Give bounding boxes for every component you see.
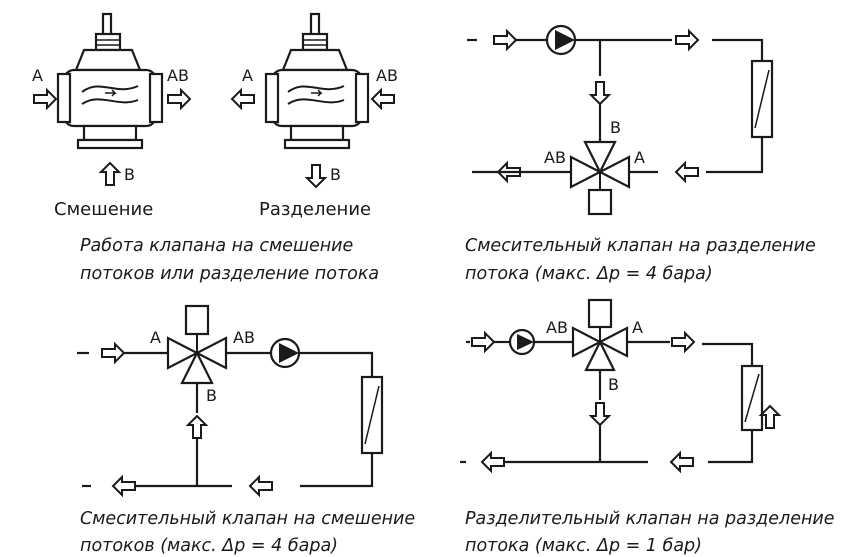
- flow-arrow-icon: [471, 332, 495, 352]
- panel-mixing-valve-mixing: A AB B Смесительный клапан на смешение п…: [77, 304, 415, 556]
- label-a-diverting: A: [242, 66, 253, 85]
- mixing-valve-body-icon: [56, 12, 164, 150]
- flow-arrow-icon: [112, 476, 136, 496]
- flow-arrow-in-ab-icon: [371, 89, 395, 109]
- caption-valves-line1: Работа клапана на смешение: [80, 236, 353, 256]
- flow-arrow-icon: [675, 30, 699, 50]
- name-diverting: Разделение: [259, 199, 371, 220]
- label-b: B: [608, 375, 619, 394]
- label-ab-diverting: AB: [376, 66, 398, 85]
- pump-icon: [545, 24, 577, 56]
- caption-mixmix-line2: потоков (макс. Δp = 4 бара): [80, 536, 338, 556]
- three-way-valve-icon: [569, 140, 631, 216]
- label-b-mixing: B: [124, 165, 135, 184]
- pump-icon: [508, 328, 536, 356]
- label-a: A: [632, 318, 643, 337]
- flow-arrow-icon: [590, 81, 610, 105]
- flow-arrow-icon: [187, 415, 207, 439]
- flow-arrow-out-ab-icon: [167, 89, 191, 109]
- flow-arrow-icon: [101, 343, 125, 363]
- flow-arrow-out-a-icon: [231, 89, 255, 109]
- label-a-mixing: A: [32, 66, 43, 85]
- flow-arrow-icon: [493, 30, 517, 50]
- flow-arrow-in-a-icon: [33, 89, 57, 109]
- label-a: A: [634, 148, 645, 167]
- heat-exchanger-icon: [740, 364, 764, 432]
- flow-arrow-up-icon: [760, 405, 780, 429]
- panel-mixing-valve-diverting: B AB A Смесительный клапан на разделение…: [465, 24, 816, 284]
- label-ab: AB: [546, 318, 568, 337]
- panel-diverting-valve-diverting: AB A B Разделительный клапан на разделен…: [460, 298, 835, 556]
- flow-arrow-icon: [671, 332, 695, 352]
- three-way-valve-icon: [166, 304, 228, 385]
- flow-arrow-icon: [670, 452, 694, 472]
- flow-arrow-out-b-icon: [306, 164, 326, 188]
- flow-arrow-icon: [481, 452, 505, 472]
- flow-arrow-icon: [590, 402, 610, 426]
- heat-exchanger-icon: [750, 59, 774, 139]
- caption-valves-line2: потоков или разделение потока: [80, 264, 379, 284]
- name-mixing: Смешение: [54, 199, 153, 220]
- label-b: B: [206, 386, 217, 405]
- label-b: B: [610, 118, 621, 137]
- caption-divdiv-line2: потока (макс. Δp = 1 бар): [465, 536, 702, 556]
- three-way-valve-icon: [571, 298, 629, 372]
- pump-icon: [269, 337, 301, 369]
- label-ab: AB: [233, 328, 255, 347]
- diverting-valve-body-icon: [264, 12, 370, 150]
- caption-mixmix-line1: Смесительный клапан на смешение: [80, 509, 415, 529]
- flow-arrow-icon: [675, 162, 699, 182]
- panel-valve-bodies: A AB B Смешение A AB B Разделение Работа…: [32, 12, 398, 284]
- caption-mixdiv-line1: Смесительный клапан на разделение: [465, 236, 816, 256]
- caption-mixdiv-line2: потока (макс. Δp = 4 бара): [465, 264, 713, 284]
- flow-arrow-in-b-icon: [100, 162, 120, 186]
- heat-exchanger-icon: [360, 375, 384, 455]
- flow-arrow-icon: [249, 476, 273, 496]
- label-a: A: [150, 328, 161, 347]
- label-ab-mixing: AB: [167, 66, 189, 85]
- label-ab: AB: [544, 148, 566, 167]
- label-b-diverting: B: [330, 165, 341, 184]
- caption-divdiv-line1: Разделительный клапан на разделение: [465, 509, 835, 529]
